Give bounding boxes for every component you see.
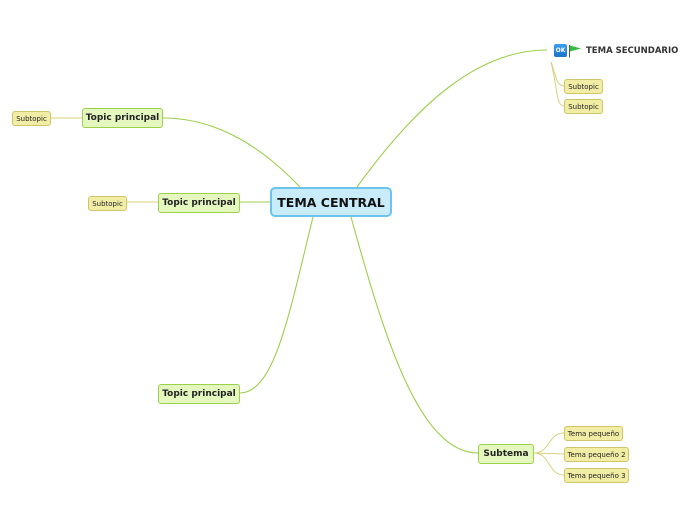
- secondary-topic[interactable]: TEMA SECUNDARIO: [586, 46, 679, 56]
- main-topic-3[interactable]: Topic principal: [158, 384, 240, 404]
- connector-central-topic-1: [162, 117, 301, 188]
- subtema-child-1[interactable]: Tema pequeño: [564, 426, 623, 441]
- subtema-topic[interactable]: Subtema: [478, 444, 534, 464]
- ok-check-icon: OK: [554, 44, 567, 57]
- connector-secondary-subtopic-2: [550, 61, 565, 107]
- connector-central-topic-3: [239, 216, 314, 394]
- secondary-subtopic-2[interactable]: Subtopic: [564, 99, 603, 114]
- main-topic-1-subtopic[interactable]: Subtopic: [12, 111, 51, 126]
- connector-central-subtema: [350, 216, 479, 454]
- secondary-subtopic-1[interactable]: Subtopic: [564, 79, 603, 94]
- main-topic-2[interactable]: Topic principal: [158, 193, 240, 213]
- connector-subtema-child-3: [533, 452, 565, 476]
- green-flag-icon: [569, 45, 581, 58]
- connector-central-secondary: [356, 49, 548, 188]
- connector-subtema-child-2: [533, 452, 565, 455]
- subtema-child-2[interactable]: Tema pequeño 2: [564, 447, 629, 462]
- subtema-child-3[interactable]: Tema pequeño 3: [564, 468, 629, 483]
- connector-secondary-subtopic-1: [550, 61, 565, 87]
- central-topic[interactable]: TEMA CENTRAL: [270, 187, 392, 217]
- main-topic-2-subtopic[interactable]: Subtopic: [88, 196, 127, 211]
- connector-subtema-child-1: [533, 432, 565, 454]
- main-topic-1[interactable]: Topic principal: [82, 108, 163, 128]
